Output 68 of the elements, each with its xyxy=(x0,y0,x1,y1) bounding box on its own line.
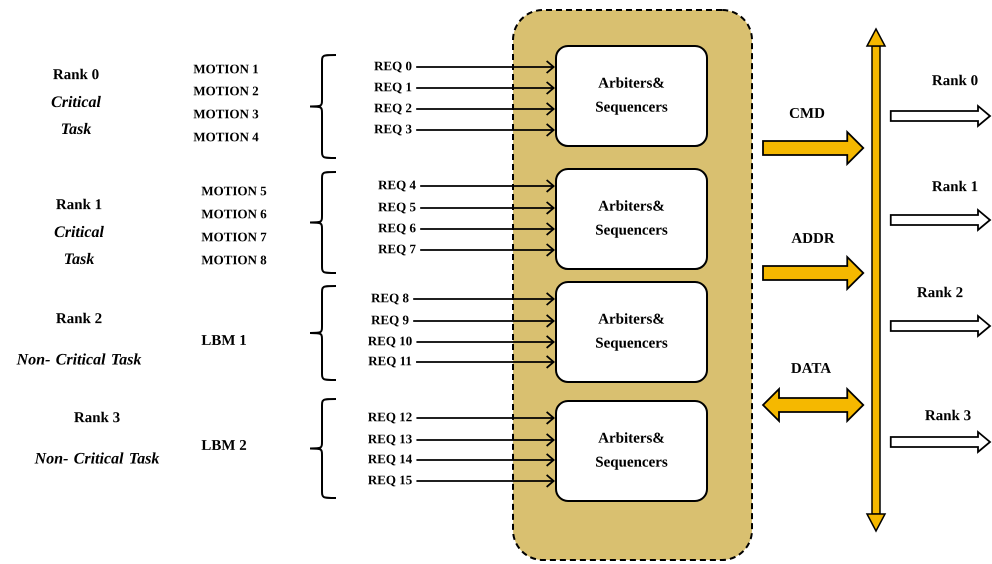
task-label: Non- Critical Task xyxy=(16,353,142,365)
arrow xyxy=(416,60,555,74)
task-label: Critical Task xyxy=(52,96,101,134)
request-label: REQ 9 xyxy=(371,316,408,326)
process-box: Arbiters& Sequencers xyxy=(555,45,708,147)
arrow xyxy=(413,314,555,328)
request-label: REQ 6 xyxy=(378,224,416,234)
request-label: REQ 13 xyxy=(368,434,412,446)
edge-label: ADDR xyxy=(791,233,835,243)
source-label: MOTION 1 xyxy=(194,64,258,74)
task-label: Critical Task xyxy=(54,226,104,264)
block-arrow xyxy=(890,430,992,454)
edge-label: Rank 0 xyxy=(932,74,978,86)
task-label: Non- Critical Task xyxy=(34,452,160,464)
edge-label: DATA xyxy=(791,363,832,373)
edge-label: Rank 2 xyxy=(917,286,962,298)
source-label: MOTION 2 xyxy=(194,86,258,96)
rank-label: Rank 0 xyxy=(53,68,99,80)
source-label: MOTION 8 xyxy=(202,256,266,264)
process-box: Arbiters& Sequencers xyxy=(555,281,708,383)
arrow xyxy=(420,179,555,193)
arrow xyxy=(420,201,555,215)
source-label: MOTION 4 xyxy=(194,132,258,142)
block-arrow xyxy=(890,208,992,232)
rank-label: Rank 1 xyxy=(56,198,102,210)
arrow xyxy=(416,411,555,425)
source-label: MOTION 3 xyxy=(194,110,258,118)
request-label: REQ 15 xyxy=(368,476,412,486)
arrow xyxy=(416,433,555,447)
request-label: REQ 5 xyxy=(378,202,416,214)
source-label: LBM 1 xyxy=(202,335,246,345)
request-label: REQ 12 xyxy=(368,412,412,424)
request-label: REQ 8 xyxy=(371,294,409,304)
request-label: REQ 10 xyxy=(368,336,412,348)
block-arrow xyxy=(890,104,992,128)
rank-label: Rank 3 xyxy=(74,412,120,422)
arrow xyxy=(416,102,555,116)
request-label: REQ 4 xyxy=(378,180,416,192)
process-box: Arbiters& Sequencers xyxy=(555,168,708,270)
block-arrow xyxy=(762,254,865,292)
request-label: REQ 3 xyxy=(374,124,412,136)
process-box: Arbiters& Sequencers xyxy=(555,400,708,502)
source-label: MOTION 5 xyxy=(202,186,266,196)
arrow xyxy=(416,355,555,369)
edge-label: CMD xyxy=(790,108,824,118)
arrow xyxy=(416,335,555,349)
request-label: REQ 2 xyxy=(374,104,412,114)
edge-label: Rank 3 xyxy=(925,410,971,420)
request-label: REQ 11 xyxy=(368,356,412,368)
arrow xyxy=(413,292,555,306)
rank-label: Rank 2 xyxy=(56,312,102,324)
request-label: REQ 1 xyxy=(374,82,412,94)
request-label: REQ 0 xyxy=(374,62,412,72)
arrow xyxy=(420,243,555,257)
arrow xyxy=(416,81,555,95)
arrow xyxy=(416,474,555,488)
arrow xyxy=(416,453,555,467)
arrow xyxy=(420,222,555,236)
double-block-arrow xyxy=(762,386,865,424)
source-label: MOTION 7 xyxy=(202,232,266,242)
source-label: MOTION 6 xyxy=(202,210,266,218)
request-label: REQ 14 xyxy=(368,454,412,466)
request-label: REQ 7 xyxy=(378,244,416,256)
source-label: LBM 2 xyxy=(202,440,246,450)
arrow xyxy=(416,123,555,137)
block-arrow xyxy=(762,130,865,166)
block-arrow xyxy=(890,314,992,338)
edge-label: Rank 1 xyxy=(932,180,978,192)
